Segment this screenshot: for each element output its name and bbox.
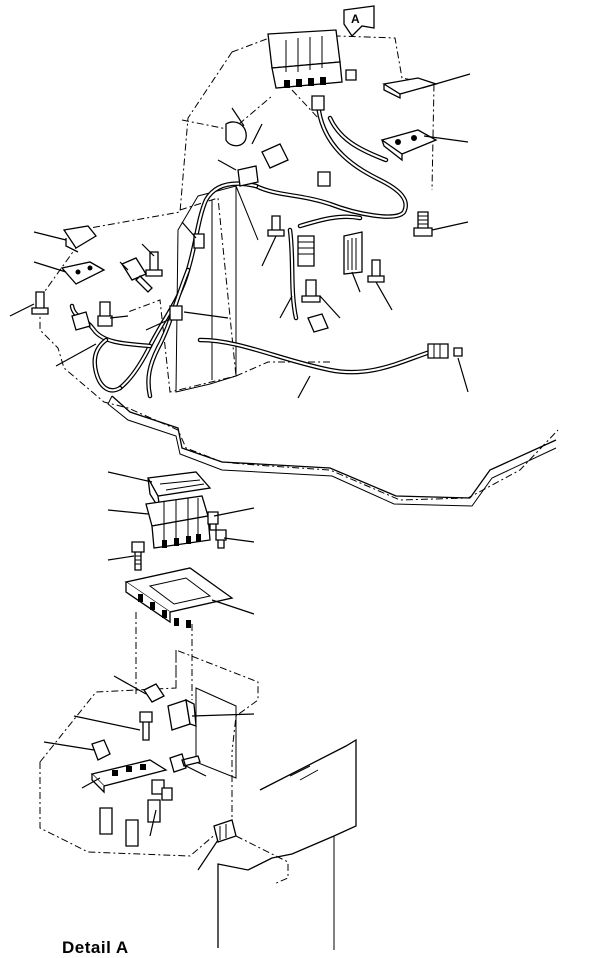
wire-harness — [72, 104, 430, 396]
leaders-upper — [10, 74, 470, 398]
relay-base — [146, 496, 210, 548]
connector-detail — [214, 820, 236, 842]
clamp-left-upper — [64, 226, 96, 252]
floor-plate-edge — [108, 396, 556, 506]
console-pillar — [176, 186, 258, 392]
bracket-right-mid — [382, 130, 436, 160]
frame-outline — [40, 34, 558, 500]
bolts-upper — [32, 216, 384, 332]
small-relay — [92, 740, 110, 760]
terminal-strip — [92, 760, 166, 792]
side-panel — [218, 740, 356, 948]
bracket-right-upper — [384, 78, 436, 98]
view-marker-a: A — [344, 6, 374, 36]
alignment-lines — [136, 612, 192, 700]
detail-box-outline — [40, 650, 258, 856]
relay-block-top — [268, 30, 356, 88]
exploded-stack — [108, 472, 254, 700]
standoff-pins — [100, 780, 172, 846]
detail-box-inner — [196, 688, 236, 778]
connectors — [170, 96, 462, 358]
cylinder-part — [298, 236, 314, 266]
switch-relay — [168, 700, 196, 730]
screw-right-upper — [208, 512, 218, 530]
bolts-detail — [140, 684, 200, 772]
clamp-left-lower — [62, 262, 104, 284]
gasket-plate — [126, 568, 232, 628]
clip-left — [72, 312, 90, 330]
bolt-right — [414, 212, 432, 236]
svg-text:A: A — [351, 12, 360, 26]
screw-right-lower — [216, 530, 226, 548]
floor-plate — [112, 396, 556, 498]
detail-caption: Detail A — [62, 938, 129, 957]
relay-center — [344, 232, 362, 274]
detail-a — [40, 650, 356, 950]
upper-assembly: A — [10, 6, 558, 506]
